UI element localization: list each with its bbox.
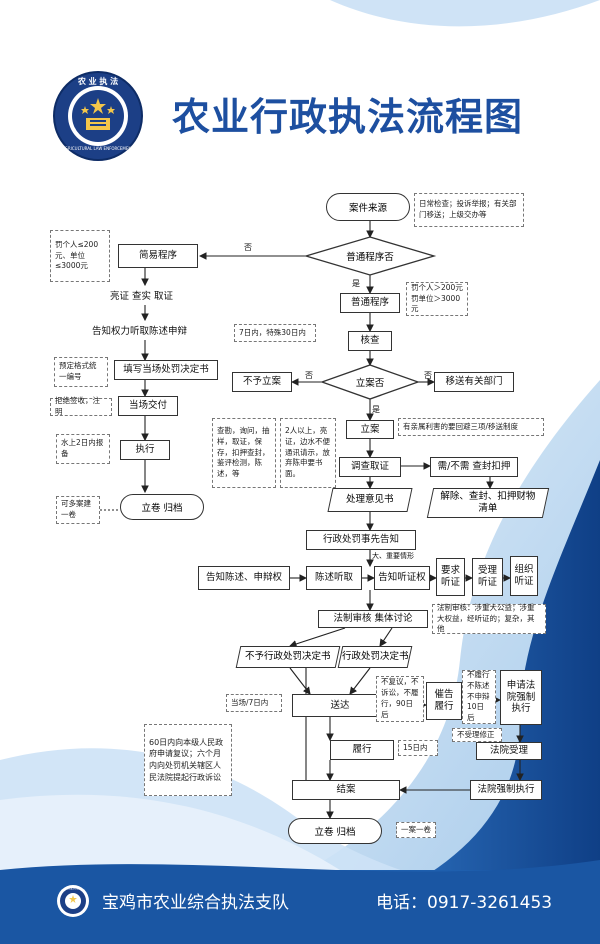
accept-hearing-box: 受理听证 — [472, 558, 503, 596]
case-source-terminal: 案件来源 — [326, 193, 410, 221]
statement-hear-box: 陈述听取 — [306, 566, 362, 590]
archive-final-terminal: 立卷 归档 — [288, 818, 382, 844]
show-id-label: 亮证 查实 取证 — [110, 291, 174, 302]
on-site-delivery-box: 当场交付 — [118, 396, 178, 416]
filing-diamond-label: 立案否 — [355, 378, 385, 389]
request-hearing-box: 要求听证 — [436, 558, 465, 596]
emblem-ring-text: AGRICULTURAL LAW ENFORCEMENT — [62, 146, 134, 151]
legal-review-box: 法制审核 集体讨论 — [318, 610, 428, 628]
court-accept-box: 法院受理 — [476, 742, 542, 760]
release-text: 解除、查封、扣押财物清单 — [440, 490, 536, 514]
general-diamond-label: 普通程序否 — [346, 252, 394, 263]
deliver-box: 送达 — [292, 694, 388, 717]
simple-procedure-box: 简易程序 — [118, 244, 198, 268]
footer-phone: 电话：0917-3261453 — [376, 893, 553, 913]
general-procedure-box: 普通程序 — [340, 293, 400, 313]
opinion-parallelogram: 处理意见书 — [327, 488, 413, 512]
investigate-box: 调查取证 — [339, 457, 401, 477]
footer-emblem: 农业执法 — [56, 884, 90, 918]
apply-enforce-box: 申请法院强制执行 — [500, 670, 542, 725]
emblem-top-text: 农 业 执 法 — [77, 77, 119, 86]
close-case-box: 结案 — [292, 780, 400, 800]
perform-note: 15日内 — [398, 740, 438, 756]
unaccept-note: 不受理修正 — [452, 728, 502, 742]
seize-box: 需/不需 查封扣押 — [430, 457, 518, 477]
inform-statement-box: 告知陈述、申辩权 — [198, 566, 290, 590]
penalty-decision-parallelogram: 行政处罚决定书 — [337, 646, 413, 668]
verify-box: 核查 — [348, 331, 392, 351]
inform-rights-label: 告知权力听取陈述申辩 — [92, 326, 188, 337]
court-enforce-box: 法院强制执行 — [470, 780, 542, 800]
yes-label-2: 是 — [372, 405, 380, 414]
verify-note: 7日内，特殊30日内 — [234, 324, 316, 342]
filed-box: 立案 — [346, 420, 394, 439]
footer-org-name: 宝鸡市农业综合执法支队 — [102, 893, 289, 913]
fill-decision-box: 填写当场处罚决定书 — [114, 360, 218, 380]
refuse-note: 拒绝签收，注明 — [50, 396, 112, 416]
pre-notice-box: 行政处罚事先告知 — [306, 530, 416, 550]
no-label-2: 否 — [305, 371, 313, 380]
footer-emblem-text: 农业执法 — [66, 886, 79, 890]
water-note: 水上2日内报备 — [56, 434, 110, 464]
case-source-note: 日常检查；投诉举报；有关部门移送；上级交办等 — [414, 193, 524, 227]
inform-hearing-box: 告知听证权 — [374, 566, 430, 590]
agriculture-law-emblem: 农 业 执 法 AGRICULTURAL LAW ENFORCEMENT — [52, 70, 144, 162]
yes-label-1: 是 — [352, 279, 360, 288]
perform-box: 履行 — [330, 740, 394, 760]
release-parallelogram: 解除、查封、扣押财物清单 — [426, 488, 550, 518]
filing-diamond — [320, 364, 420, 400]
investigate-note-2: 2人以上，亮证，边水不便通讯请示，放弃陈申要书面。 — [280, 418, 336, 488]
no-label-1: 否 — [244, 243, 252, 252]
not-perform-note: 不履行不陈述不申辩10日后 — [462, 670, 496, 724]
organize-hearing-box: 组织听证 — [510, 556, 538, 596]
reconsider-note: 不复议，不诉讼，不履行，90日后 — [376, 676, 424, 722]
general-procedure-diamond — [303, 236, 437, 276]
conflict-note: 有亲属利害的要回避三项/移送制度 — [398, 418, 544, 436]
no-penalty-text: 不予行政处罚决定书 — [245, 650, 331, 662]
no-penalty-parallelogram: 不予行政处罚决定书 — [235, 646, 341, 668]
general-procedure-note: 罚个人＞200元 罚单位＞3000元 — [406, 282, 468, 316]
no-label-3: 否 — [424, 371, 432, 380]
investigate-note-1: 查勘，询问，抽样，取证，保存，扣押查封，鉴评检测，陈述，等 — [212, 418, 276, 488]
major-note: 大、重要情形 — [372, 552, 414, 560]
page-title: 农业行政执法流程图 — [172, 95, 524, 139]
archive-note: 可多案建一卷 — [56, 496, 100, 524]
archive-final-note: 一案一卷 — [396, 822, 436, 838]
archive-simple-terminal: 立卷 归档 — [120, 494, 204, 520]
penalty-decision-text: 行政处罚决定书 — [341, 650, 409, 662]
appeal-note: 60日内向本级人民政府申请复议；六个月内向处罚机关辖区人民法院提起行政诉讼 — [144, 724, 232, 796]
execute-box: 执行 — [120, 440, 170, 460]
legal-note: 法制审核：涉重大公益；涉重大权益，经听证的；复杂，其他 — [432, 603, 546, 634]
simple-procedure-note: 罚个人≤200元、单位≤3000元 — [50, 230, 110, 282]
preset-note: 预定格式统一编号 — [54, 357, 108, 387]
urge-box: 催告履行 — [426, 682, 462, 720]
not-filed-box: 不予立案 — [232, 372, 292, 392]
transfer-box: 移送有关部门 — [434, 372, 514, 392]
opinion-text: 处理意见书 — [346, 493, 394, 505]
deliver-note: 当场/7日内 — [226, 694, 282, 712]
